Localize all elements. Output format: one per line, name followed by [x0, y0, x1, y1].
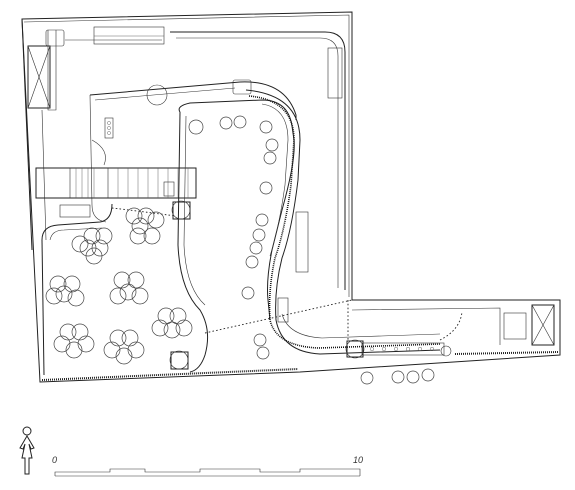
site-boundary [21, 11, 561, 383]
entry-building [59, 79, 297, 223]
columns [169, 200, 365, 370]
scale-bar: 0 10 [52, 455, 363, 477]
lower-left-courtyard [41, 203, 113, 376]
staircase [35, 167, 197, 199]
bench [361, 342, 452, 357]
x-marked-box-icon [27, 45, 51, 109]
scale-start-label: 0 [52, 455, 57, 465]
trees-lawn [188, 115, 279, 360]
upper-structures [65, 26, 346, 290]
left-building-block [21, 18, 65, 251]
trees-street [360, 368, 435, 385]
trees-courtyard [45, 207, 193, 365]
central-lawn [177, 99, 295, 373]
curved-garden-wall [245, 89, 441, 355]
dotted-guide-lines [111, 207, 463, 341]
ground-line [41, 351, 559, 381]
scale-end-label: 10 [353, 455, 363, 465]
human-figure-scale-icon [19, 426, 35, 475]
right-annex [351, 307, 527, 345]
x-marked-box-icon [531, 304, 555, 346]
